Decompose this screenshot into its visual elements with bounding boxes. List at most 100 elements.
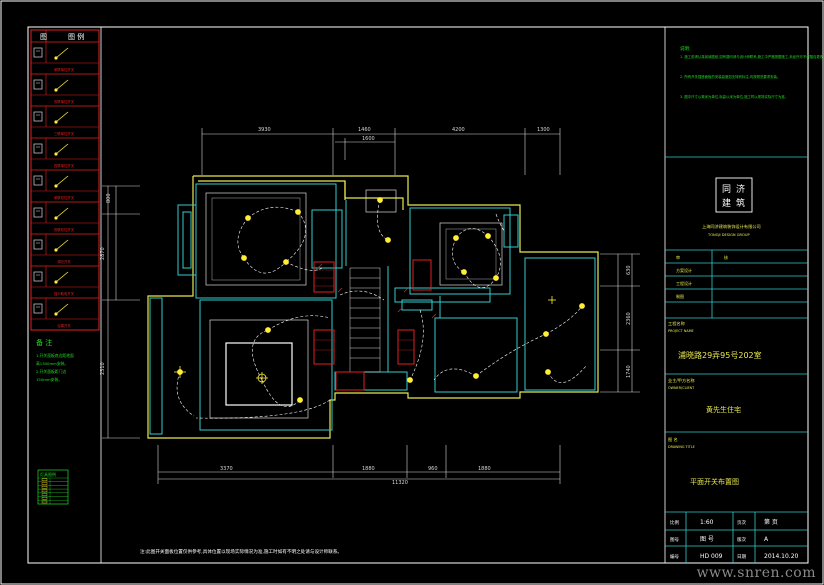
legend-label: 浴霸开关 — [57, 323, 71, 328]
title-note: 2. 所有开关插座面板的安装高度如无特别标注,均按规范要求安装。 — [680, 74, 780, 79]
quad-switch-icon — [33, 143, 43, 154]
switch-symbol-icon — [55, 271, 69, 283]
legend-label: 单联单控开关 — [54, 67, 75, 72]
title-note: 1. 施工前请认真阅读图纸,如有疑问请与设计师联系,施工中严格按图施工,未经许可… — [680, 54, 824, 59]
switch-dot-icon — [54, 312, 58, 316]
project-name: 浦晓路29弄95号202室 — [678, 350, 762, 360]
switch-dot-icon — [54, 120, 58, 124]
bottom-value-2: 2014.10.20 — [764, 553, 799, 560]
sign-row-key: 工程设计 — [676, 280, 692, 286]
cabinets — [313, 259, 432, 391]
floor-plan: 3930 1460 4200 1300 1600 800 2870 2310 6… — [100, 127, 640, 555]
bottom-value-2: 第 页 — [764, 518, 778, 526]
double-switch-icon — [33, 79, 43, 90]
switch-symbol-icon — [55, 143, 69, 155]
switch-symbol-icon — [55, 207, 69, 219]
lamp-symbol-icon — [41, 478, 48, 481]
dim-bottom-4: 1880 — [478, 466, 491, 472]
dim-bottom-3: 960 — [428, 466, 438, 472]
switch-dot-icon — [54, 280, 58, 284]
switch-dot-icon — [54, 184, 58, 188]
drawing-title: 平面开关布置图 — [690, 477, 739, 486]
legend-header-left: 图 — [40, 33, 47, 41]
interior-walls — [149, 183, 596, 435]
bottom-value-1: 1:60 — [700, 519, 714, 526]
client-label: 业主/甲方名称 — [668, 377, 695, 384]
dimmer-switch-icon — [33, 239, 43, 250]
lamp-legend-title: 灯具图例 — [40, 471, 56, 477]
client-label-en: OWNER/CLIENT — [668, 386, 695, 390]
company-name-en: TONGJI DESIGN GROUP — [707, 233, 750, 237]
wiring-runs — [176, 199, 587, 419]
legend-label: 双联双控开关 — [54, 227, 75, 232]
switch-dot-icon — [54, 56, 58, 60]
bottom-value-2: A — [764, 536, 769, 543]
logo-char-1: 同 — [722, 184, 731, 195]
switch-symbol-icon — [55, 79, 69, 91]
switch-symbol-icon — [55, 239, 69, 251]
dim-bottom-2: 1880 — [362, 466, 375, 472]
legend-box — [30, 29, 100, 331]
project-label: 工程名称 — [668, 320, 685, 327]
signature-rows: 审核方案设计工程设计制图 — [676, 254, 728, 299]
dim-bottom-1: 3370 — [220, 466, 233, 472]
bottom-value-1: 图 号 — [700, 536, 714, 543]
switch-dot-icon — [54, 88, 58, 92]
logo-char-3: 建 — [722, 197, 731, 209]
sign-row-value: 核 — [724, 254, 728, 260]
dim-right-2: 2360 — [626, 312, 632, 325]
dim-top-4: 1300 — [537, 127, 550, 133]
title-note: 3. 图中尺寸以毫米为单位,标高以米为单位,施工时以现场实际尺寸为准。 — [680, 94, 788, 99]
company-logo: 同 济 建 筑 — [715, 177, 753, 213]
drawing-label: 图 名 — [668, 436, 678, 443]
legend-note: 150mm安装。 — [36, 377, 62, 382]
company-name: 上海同济建筑装饰设计有限公司 — [702, 223, 761, 230]
drawing-frame — [27, 26, 809, 564]
drawing-label-en: DRAWING TITLE — [668, 445, 695, 449]
dim-right-1: 630 — [626, 265, 632, 275]
legend-note: 高1300mm安装。 — [36, 361, 68, 366]
card-switch-icon — [33, 271, 43, 282]
legend-notes-title: 备 注 — [36, 338, 52, 347]
dim-left-1: 800 — [106, 193, 112, 203]
legend-note: 2.开关面板距门边 — [36, 369, 66, 374]
dimension-labels: 3930 1460 4200 1300 1600 800 2870 2310 6… — [100, 127, 632, 486]
bottom-key-2: 日期 — [737, 554, 746, 560]
plan-bottom-note: 注:此图开关面板位置仅供参考,具体位置以现场实际情况为准,施工时如有不明之处请与… — [140, 548, 342, 555]
watermark: www.snren.com — [696, 565, 816, 581]
dim-top-1: 3930 — [258, 127, 271, 133]
legend-label: 单联双控开关 — [54, 195, 75, 200]
legend-label: 双联单控开关 — [54, 99, 75, 104]
title-notes: 1. 施工前请认真阅读图纸,如有疑问请与设计师联系,施工中严格按图施工,未经许可… — [680, 54, 824, 99]
lamp-symbol-icon — [41, 489, 48, 493]
bottom-key-2: 版次 — [737, 536, 746, 543]
legend-label: 调光开关 — [57, 259, 71, 264]
dim-top-inner: 1600 — [362, 136, 375, 142]
light-fixtures — [177, 197, 585, 403]
switch-symbol-icon — [55, 303, 69, 315]
lamp-legend-table — [37, 469, 69, 505]
dim-right-3: 1740 — [626, 365, 632, 378]
bottom-key-1: 图号 — [670, 537, 679, 543]
lamp-symbol-icon — [41, 486, 48, 489]
switch-dot-icon — [54, 152, 58, 156]
dim-left-2: 2870 — [100, 247, 106, 260]
single-switch-icon — [33, 47, 43, 58]
bottom-key-1: 编号 — [670, 553, 679, 560]
switch-symbol-icon — [55, 111, 69, 123]
project-label-en: PROJECT NAME — [668, 329, 694, 333]
ceiling-outlines — [205, 189, 503, 419]
legend-rows: 单联单控开关双联单控开关三联单控开关四联单控开关单联双控开关双联双控开关调光开关… — [31, 42, 99, 331]
lamp-legend-rows — [38, 477, 68, 504]
lamp-symbol-icon — [41, 500, 48, 504]
dim-bottom-total: 11320 — [392, 480, 408, 486]
bottom-key-1: 比例 — [670, 519, 679, 526]
lamp-symbol-icon — [41, 482, 48, 485]
sign-row-key: 制图 — [676, 293, 684, 299]
switch-markers — [315, 263, 437, 319]
exterior-walls — [147, 175, 599, 439]
logo-char-4: 筑 — [736, 197, 745, 209]
